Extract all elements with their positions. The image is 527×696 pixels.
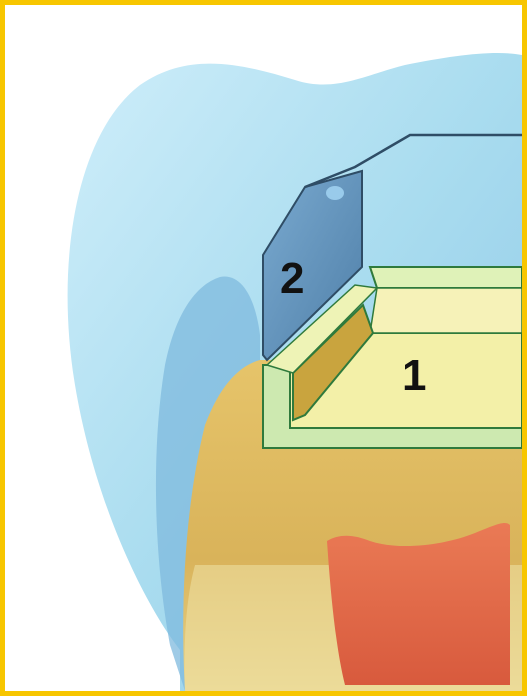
label-filling-1: 1 bbox=[402, 354, 426, 398]
tooth-cross-section-illustration bbox=[5, 5, 522, 691]
pulp-chamber bbox=[327, 523, 510, 685]
restoration-highlight bbox=[326, 186, 344, 200]
pale-band bbox=[370, 288, 522, 333]
label-filling-2: 2 bbox=[280, 257, 304, 301]
upper-liner-band bbox=[370, 267, 522, 288]
